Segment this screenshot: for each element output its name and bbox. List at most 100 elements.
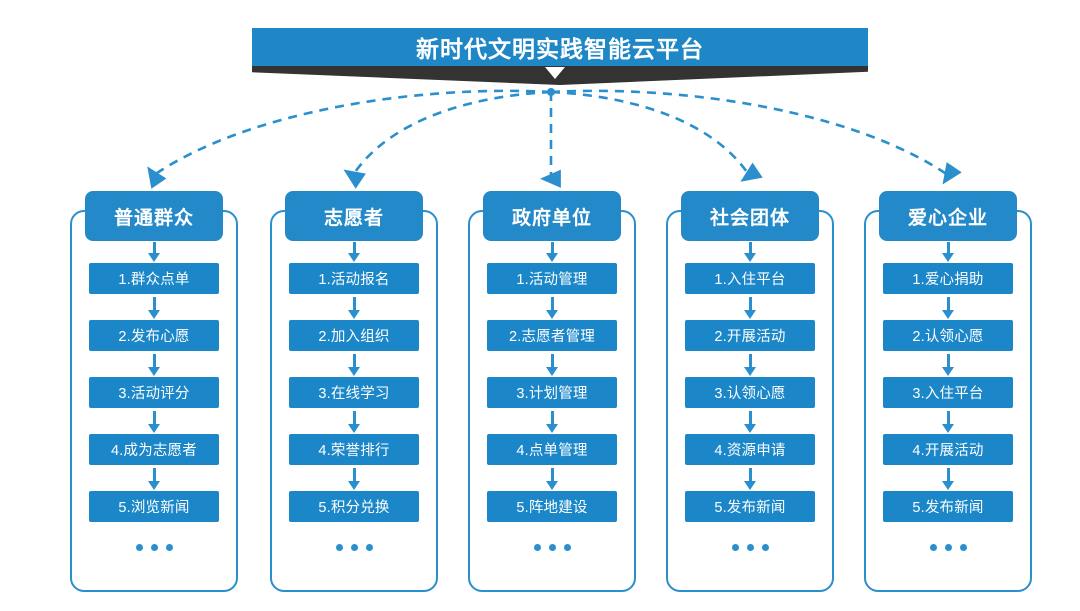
arrow-down-icon xyxy=(147,465,161,491)
list-item-label: 2.加入组织 xyxy=(318,329,390,345)
ellipsis-dots xyxy=(135,544,173,551)
column-header-label: 普通群众 xyxy=(113,207,194,229)
list-item[interactable]: 1.活动报名 xyxy=(289,263,419,294)
arrow-down-icon xyxy=(147,351,161,377)
ellipsis-dots xyxy=(929,544,967,551)
arrow-down-icon xyxy=(941,294,955,320)
list-item[interactable]: 1.入住平台 xyxy=(685,263,815,294)
list-item-label: 4.点单管理 xyxy=(516,443,588,459)
list-item-label: 1.活动管理 xyxy=(516,272,588,288)
list-item-label: 1.入住平台 xyxy=(714,272,786,288)
list-item[interactable]: 2.加入组织 xyxy=(289,320,419,351)
column-volunteer: 志愿者 1.活动报名 2.加入组织 3.在线学习 4.荣誉排行 5.积分兑换 xyxy=(270,191,438,592)
column-body: 1.群众点单 2.发布心愿 3.活动评分 4.成为志愿者 5.浏览新闻 xyxy=(70,241,238,551)
arrow-down-icon xyxy=(147,241,161,263)
column-header-2[interactable]: 志愿者 xyxy=(285,191,423,241)
arrow-down-icon xyxy=(347,294,361,320)
list-item[interactable]: 5.阵地建设 xyxy=(487,491,617,522)
column-header-5[interactable]: 爱心企业 xyxy=(879,191,1017,241)
list-item-label: 3.计划管理 xyxy=(516,386,588,402)
column-header-label: 志愿者 xyxy=(323,207,384,229)
column-government-unit: 政府单位 1.活动管理 2.志愿者管理 3.计划管理 4.点单管理 5.阵地建设 xyxy=(468,191,636,592)
list-item[interactable]: 2.志愿者管理 xyxy=(487,320,617,351)
list-item-label: 2.开展活动 xyxy=(714,329,786,345)
arrow-down-icon xyxy=(743,351,757,377)
arrow-down-icon xyxy=(347,241,361,263)
column-charitable-enterprise: 爱心企业 1.爱心捐助 2.认领心愿 3.入住平台 4.开展活动 5.发布新闻 xyxy=(864,191,1032,592)
list-item-label: 4.成为志愿者 xyxy=(111,443,197,459)
list-item-label: 2.发布心愿 xyxy=(118,329,190,345)
arrow-down-icon xyxy=(545,294,559,320)
list-item[interactable]: 2.认领心愿 xyxy=(883,320,1013,351)
column-body: 1.爱心捐助 2.认领心愿 3.入住平台 4.开展活动 5.发布新闻 xyxy=(864,241,1032,551)
arrow-down-icon xyxy=(941,465,955,491)
list-item-label: 3.认领心愿 xyxy=(714,386,786,402)
list-item[interactable]: 5.浏览新闻 xyxy=(89,491,219,522)
arrow-down-icon xyxy=(941,408,955,434)
list-item[interactable]: 2.发布心愿 xyxy=(89,320,219,351)
column-social-group: 社会团体 1.入住平台 2.开展活动 3.认领心愿 4.资源申请 5.发布新闻 xyxy=(666,191,834,592)
list-item-label: 4.开展活动 xyxy=(912,443,984,459)
list-item-label: 1.活动报名 xyxy=(318,272,390,288)
column-header-4[interactable]: 社会团体 xyxy=(681,191,819,241)
list-item[interactable]: 5.发布新闻 xyxy=(685,491,815,522)
arrow-down-icon xyxy=(347,408,361,434)
arrow-down-icon xyxy=(941,351,955,377)
list-item[interactable]: 4.点单管理 xyxy=(487,434,617,465)
list-item-label: 3.活动评分 xyxy=(118,386,190,402)
arrow-down-icon xyxy=(743,294,757,320)
column-header-label: 政府单位 xyxy=(511,207,592,229)
list-item-label: 5.阵地建设 xyxy=(516,500,588,516)
arrow-down-icon xyxy=(545,465,559,491)
arrow-down-icon xyxy=(545,351,559,377)
column-body: 1.活动报名 2.加入组织 3.在线学习 4.荣誉排行 5.积分兑换 xyxy=(270,241,438,551)
list-item-label: 5.积分兑换 xyxy=(318,500,390,516)
list-item[interactable]: 4.开展活动 xyxy=(883,434,1013,465)
list-item[interactable]: 4.资源申请 xyxy=(685,434,815,465)
arrow-down-icon xyxy=(147,408,161,434)
arrow-down-icon xyxy=(545,241,559,263)
list-item-label: 2.志愿者管理 xyxy=(509,329,595,345)
list-item[interactable]: 1.群众点单 xyxy=(89,263,219,294)
list-item-label: 1.爱心捐助 xyxy=(912,272,984,288)
ellipsis-dots xyxy=(335,544,373,551)
ellipsis-dots xyxy=(731,544,769,551)
list-item-label: 5.发布新闻 xyxy=(714,500,786,516)
list-item-label: 5.发布新闻 xyxy=(912,500,984,516)
list-item[interactable]: 5.发布新闻 xyxy=(883,491,1013,522)
arrow-down-icon xyxy=(743,465,757,491)
list-item-label: 4.荣誉排行 xyxy=(318,443,390,459)
list-item[interactable]: 3.计划管理 xyxy=(487,377,617,408)
list-item[interactable]: 3.认领心愿 xyxy=(685,377,815,408)
column-header-1[interactable]: 普通群众 xyxy=(85,191,223,241)
column-body: 1.活动管理 2.志愿者管理 3.计划管理 4.点单管理 5.阵地建设 xyxy=(468,241,636,551)
column-header-label: 社会团体 xyxy=(709,207,790,229)
list-item[interactable]: 4.成为志愿者 xyxy=(89,434,219,465)
list-item[interactable]: 2.开展活动 xyxy=(685,320,815,351)
list-item-label: 1.群众点单 xyxy=(118,272,190,288)
list-item-label: 2.认领心愿 xyxy=(912,329,984,345)
arrow-down-icon xyxy=(743,241,757,263)
column-header-label: 爱心企业 xyxy=(907,207,988,229)
list-item-label: 3.入住平台 xyxy=(912,386,984,402)
arrow-down-icon xyxy=(941,241,955,263)
list-item-label: 4.资源申请 xyxy=(714,443,786,459)
list-item[interactable]: 3.在线学习 xyxy=(289,377,419,408)
list-item[interactable]: 1.爱心捐助 xyxy=(883,263,1013,294)
column-header-3[interactable]: 政府单位 xyxy=(483,191,621,241)
column-general-public: 普通群众 1.群众点单 2.发布心愿 3.活动评分 4.成为志愿者 5.浏览新闻 xyxy=(70,191,238,592)
arrow-down-icon xyxy=(347,465,361,491)
list-item[interactable]: 4.荣誉排行 xyxy=(289,434,419,465)
list-item[interactable]: 3.入住平台 xyxy=(883,377,1013,408)
list-item-label: 5.浏览新闻 xyxy=(118,500,190,516)
ellipsis-dots xyxy=(533,544,571,551)
arrow-down-icon xyxy=(347,351,361,377)
page-title: 新时代文明实践智能云平台 xyxy=(416,36,704,62)
list-item[interactable]: 5.积分兑换 xyxy=(289,491,419,522)
list-item[interactable]: 3.活动评分 xyxy=(89,377,219,408)
arrow-down-icon xyxy=(743,408,757,434)
arrow-down-icon xyxy=(147,294,161,320)
list-item[interactable]: 1.活动管理 xyxy=(487,263,617,294)
